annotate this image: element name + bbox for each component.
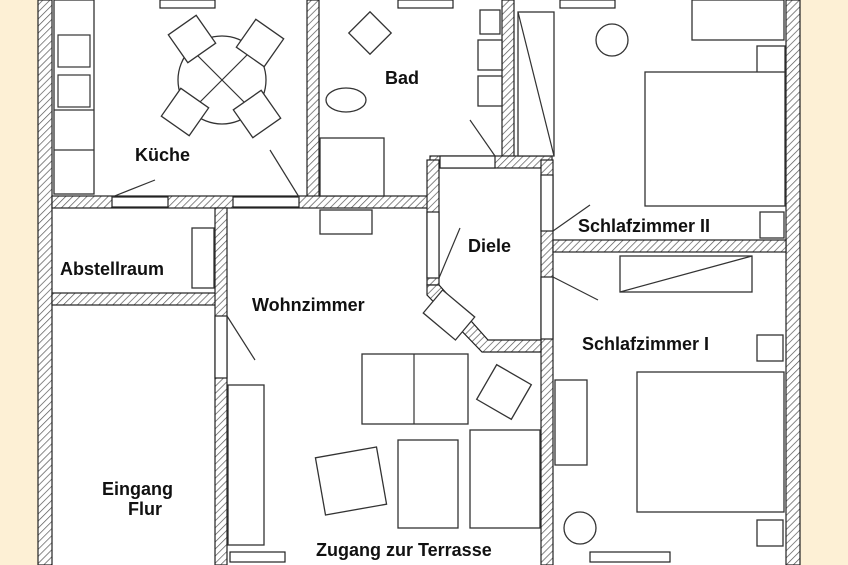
bathroom-furniture: [319, 9, 503, 197]
label-terrasse: Zugang zur Terrasse: [316, 540, 492, 560]
living-room-furniture: [227, 209, 541, 546]
label-flur: Flur: [128, 499, 162, 519]
doors: [111, 119, 599, 379]
label-schlafzimmer-2: Schlafzimmer II: [578, 216, 710, 236]
label-kueche: Küche: [135, 145, 190, 165]
outer-walls: [37, 0, 801, 565]
label-bad: Bad: [385, 68, 419, 88]
label-schlafzimmer-1: Schlafzimmer I: [582, 334, 709, 354]
bedroom-2-furniture: [517, 0, 786, 239]
label-eingang: Eingang: [102, 479, 173, 499]
storage-furniture: [191, 227, 215, 289]
label-abstellraum: Abstellraum: [60, 259, 164, 279]
bedroom-1-furniture: [554, 255, 785, 547]
kitchen-furniture: [53, 0, 285, 195]
windows: [159, 0, 671, 563]
label-wohnzimmer: Wohnzimmer: [252, 295, 365, 315]
label-diele: Diele: [468, 236, 511, 256]
